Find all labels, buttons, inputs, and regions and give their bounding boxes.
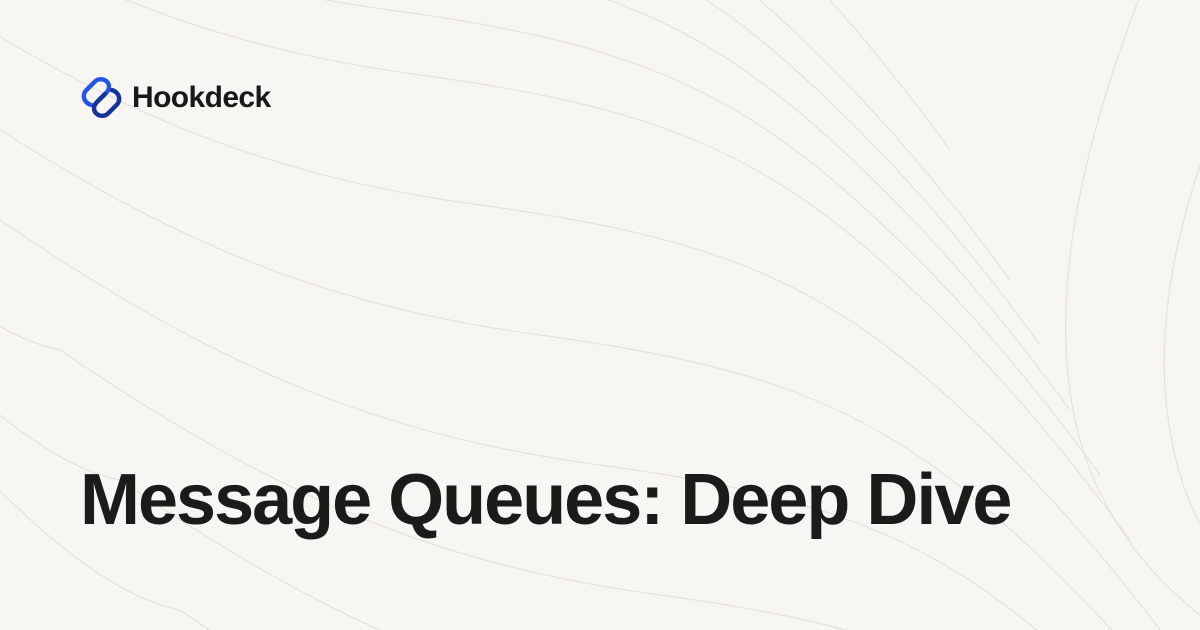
brand-name: Hookdeck [132, 80, 271, 114]
page-title: Message Queues: Deep Dive [80, 460, 1012, 540]
right-edge-arc [1163, 163, 1200, 526]
right-edge-arc [1064, 0, 1200, 616]
hookdeck-logo-icon [80, 76, 123, 119]
brand-logo: Hookdeck [80, 76, 271, 119]
